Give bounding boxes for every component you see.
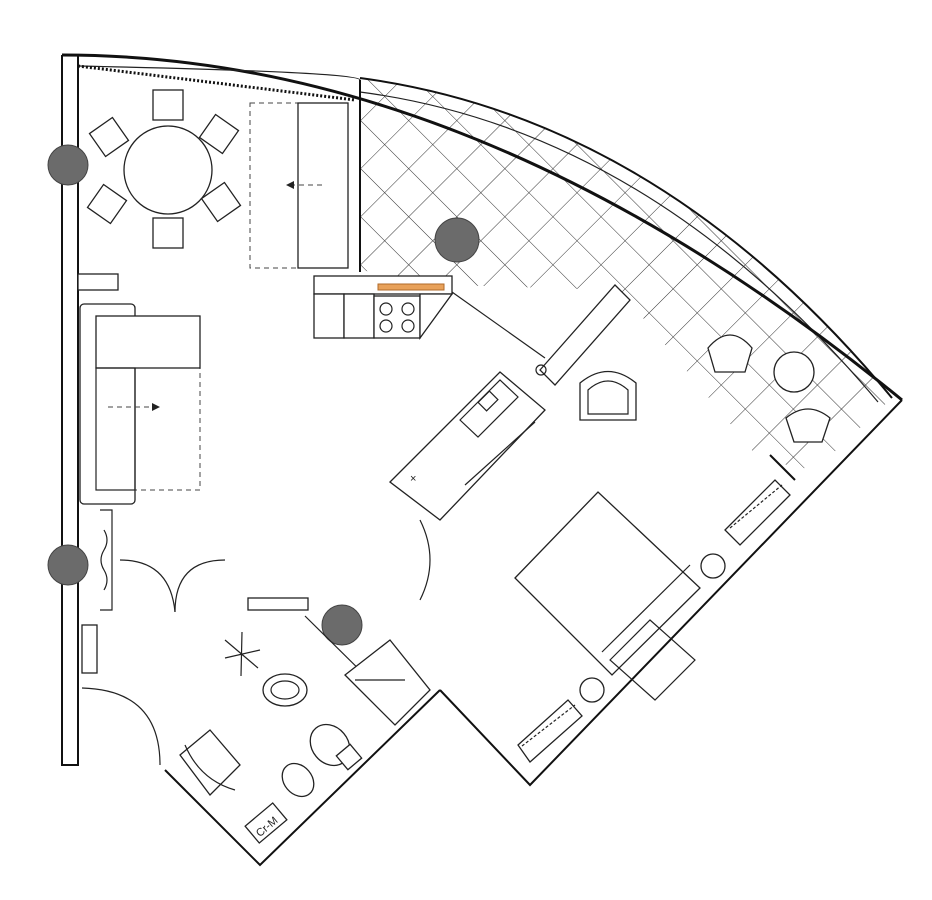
sofa-seat [95, 367, 136, 491]
bathroom-door-swing [184, 744, 236, 791]
wardrobe-right [724, 479, 791, 546]
dining-chair-bottom [152, 217, 184, 249]
left-wall [61, 55, 79, 766]
cooktop [373, 295, 421, 339]
washbasin [262, 673, 308, 707]
bidet [281, 762, 315, 798]
bed-pillow-area [609, 619, 696, 701]
double-door-left [119, 559, 176, 613]
burner-1-icon [379, 302, 393, 316]
balcony-chair-2 [785, 408, 831, 443]
curtain [77, 64, 356, 102]
window-line [77, 65, 361, 81]
divider-cabinet [389, 371, 546, 521]
shower-tray [344, 639, 431, 726]
bedroom-outer-wall [439, 399, 903, 787]
column-3 [434, 217, 480, 263]
balcony-outer-edge [359, 77, 893, 399]
bathroom-outer-wall [164, 689, 441, 867]
dining-table [123, 125, 213, 215]
burner-3-icon [379, 319, 393, 333]
sink-basin [477, 390, 499, 412]
sofa-bed-top [249, 102, 349, 269]
counter-highlight [377, 283, 445, 291]
living-sofa [77, 273, 201, 505]
bedroom [514, 370, 791, 763]
washbasin-bowl [270, 680, 300, 700]
entry-door-swing [81, 687, 161, 766]
laundry-unit [244, 802, 288, 844]
burner-4-icon [401, 319, 415, 333]
nightstand-lamp-right-icon [700, 553, 726, 579]
shelf-unit [247, 597, 309, 611]
bedroom-balcony-wall [769, 454, 796, 481]
sofa-bed-top [297, 102, 349, 269]
wardrobe-left [517, 699, 583, 763]
column-1 [47, 144, 89, 186]
dining-chair-bottom-left [86, 183, 128, 225]
dining-chair-top-right [198, 113, 240, 155]
bathroom: Cr-M [179, 615, 431, 844]
armchair-seat [587, 380, 629, 415]
kitchen-corner-counter [419, 293, 454, 340]
bedroom-divider-unit: × [389, 284, 631, 601]
columns [47, 144, 480, 646]
heater-coil [100, 529, 108, 591]
bedroom-door-swing [419, 519, 431, 601]
door-hinge-icon [535, 364, 547, 376]
bed-fold-line [601, 564, 691, 653]
facade-curve [61, 53, 903, 402]
column-2 [47, 544, 89, 586]
heater-wall [100, 509, 113, 611]
sofa-bed-arrow-icon [286, 181, 294, 189]
kitchen-wall [451, 291, 546, 359]
wardrobe-left-hangers [521, 704, 576, 747]
divider-handle-line [464, 421, 536, 486]
balcony-table [773, 351, 815, 393]
dining-chair-bottom-right [200, 181, 242, 223]
balcony-furniture [707, 334, 831, 443]
outer-walls [61, 53, 903, 867]
kitchen-cabinet-2 [343, 293, 375, 339]
sofa-chaise [95, 315, 201, 369]
stove-mark: × [410, 473, 416, 485]
dining-chair-top [152, 89, 184, 121]
balcony-door-frame [539, 284, 631, 386]
washing-machine [179, 729, 241, 796]
entry [81, 509, 309, 766]
dining-set [86, 89, 242, 249]
toilet-tank [335, 743, 363, 771]
entry-cabinet [81, 624, 98, 674]
sofa-arrow-icon [152, 403, 160, 411]
kitchenette [313, 275, 546, 359]
bed [514, 491, 701, 676]
dining-chair-top-left [88, 116, 130, 158]
armchair-bedroom [579, 370, 637, 421]
balcony-chair-1 [707, 334, 753, 373]
double-door-right [174, 559, 226, 613]
nightstand-lamp-left-icon [579, 677, 605, 703]
wall-panel [77, 273, 119, 291]
ceiling-light-icon [224, 631, 261, 677]
burner-2-icon [401, 302, 415, 316]
column-4 [321, 604, 363, 646]
wardrobe-right-hangers [729, 484, 783, 529]
kitchen-cabinet-1 [313, 293, 345, 339]
